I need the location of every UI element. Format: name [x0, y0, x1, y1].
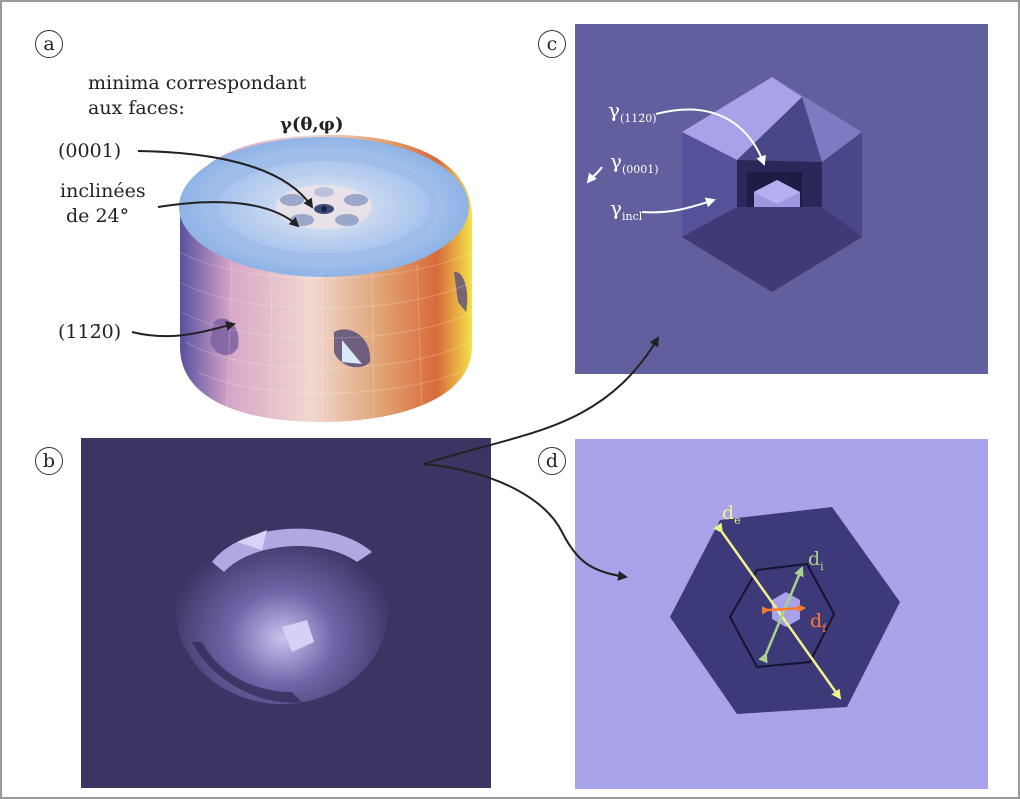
panel-label-d: d [538, 447, 566, 475]
connector-arrows [423, 336, 660, 581]
panel-label-a: a [35, 30, 63, 58]
surface-title: γ(θ,φ) [280, 114, 344, 135]
face-label-0001: (0001) [58, 140, 122, 162]
d-i-label: di [808, 548, 824, 573]
panel-label-c: c [538, 30, 566, 58]
d-f-label: df [810, 610, 827, 635]
gamma-incl-label: γincl [610, 196, 643, 223]
gamma-surface-plot [131, 134, 473, 422]
inclined-label-line-1: inclinées [60, 180, 146, 202]
central-minima [276, 185, 372, 229]
panel-label-b: b [35, 447, 63, 475]
caption-line-1: minima correspondant [88, 72, 307, 94]
gamma-11-20-label: γ(112̄0) [608, 98, 657, 125]
gamma-0001-label: γ(0001) [610, 149, 659, 176]
panel-b-image [81, 438, 491, 788]
face-label-11-20: (112̄0) [58, 321, 122, 343]
panel-c-image [575, 24, 988, 374]
panel-d-image [575, 439, 988, 789]
d-e-label: de [722, 502, 741, 527]
inclined-label-line-2: de 24° [66, 205, 130, 227]
caption-line-2: aux faces: [88, 97, 185, 119]
